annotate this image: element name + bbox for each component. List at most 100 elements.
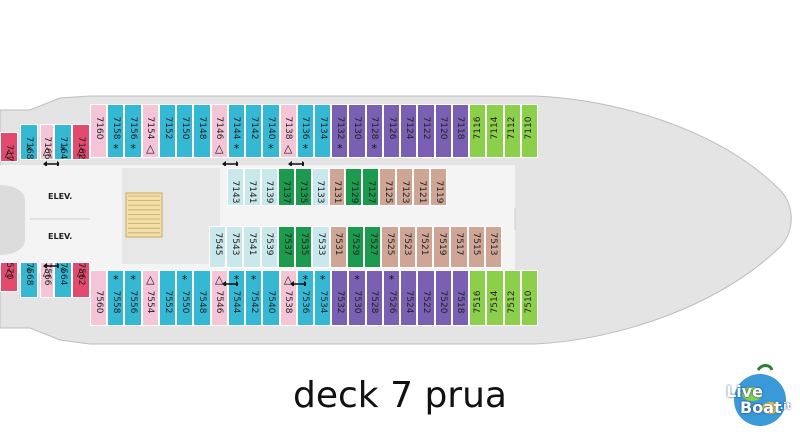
cabin-7139[interactable]: 7139 <box>260 168 278 206</box>
cabin-7554[interactable]: 7554△ <box>141 270 159 326</box>
cabin-7528[interactable]: 7528 <box>365 270 383 326</box>
cabin-7152[interactable]: 7152 <box>158 104 177 158</box>
cabin-7533[interactable]: 7533 <box>312 226 330 268</box>
cabin-7527[interactable]: 7527 <box>364 226 382 268</box>
cabin-7534[interactable]: 7534* <box>314 270 332 326</box>
cabin-7144[interactable]: 7144* <box>227 104 246 158</box>
cabin-7114[interactable]: 7114 <box>486 104 504 158</box>
cabin-7566[interactable]: 7566△ <box>40 262 54 298</box>
cabin-7517[interactable]: 7517 <box>450 226 468 268</box>
globe-icon <box>734 364 786 426</box>
cabin-7127[interactable]: 7127 <box>362 168 380 206</box>
cabin-7510[interactable]: 7510 <box>520 270 538 326</box>
cabin-number: 7114 <box>489 116 500 140</box>
cabin-7170[interactable]: 7170△ <box>0 132 18 162</box>
cabin-7556[interactable]: 7556* <box>124 270 142 326</box>
cabin-7137[interactable]: 7137 <box>277 168 295 206</box>
cabin-7162[interactable]: 7162△ <box>72 124 90 160</box>
cabin-7164[interactable]: 7164* <box>54 124 72 160</box>
cabin-7512[interactable]: 7512 <box>503 270 521 326</box>
cabin-7545[interactable]: 7545 <box>209 226 227 268</box>
cabin-7525[interactable]: 7525 <box>381 226 399 268</box>
cabin-7136[interactable]: 7136* <box>296 104 314 158</box>
cabin-7523[interactable]: 7523 <box>398 226 416 268</box>
cabin-7570[interactable]: 7570△ <box>0 262 18 292</box>
cabin-7116[interactable]: 7116 <box>469 104 487 158</box>
cabin-7154[interactable]: 7154△ <box>141 104 159 158</box>
cabin-7126[interactable]: 7126 <box>382 104 401 158</box>
cabin-7518[interactable]: 7518 <box>451 270 470 326</box>
cabin-number: 7521 <box>419 232 430 256</box>
cabin-7516[interactable]: 7516 <box>469 270 487 326</box>
cabin-7550[interactable]: 7550* <box>176 270 194 326</box>
cabin-7168[interactable]: 7168* <box>20 124 38 160</box>
cabin-7543[interactable]: 7543 <box>226 226 244 268</box>
cabin-7540[interactable]: 7540 <box>262 270 280 326</box>
cabin-7513[interactable]: 7513 <box>484 226 502 268</box>
cabin-7522[interactable]: 7522 <box>417 270 435 326</box>
cabin-7150[interactable]: 7150 <box>176 104 194 158</box>
cabin-7539[interactable]: 7539 <box>260 226 278 268</box>
cabin-7537[interactable]: 7537 <box>277 226 296 268</box>
cabin-7125[interactable]: 7125 <box>379 168 397 206</box>
cabin-7142[interactable]: 7142 <box>245 104 263 158</box>
cabin-7526[interactable]: 7526* <box>382 270 401 326</box>
cabin-7134[interactable]: 7134 <box>314 104 332 158</box>
cabin-7128[interactable]: 7128* <box>365 104 383 158</box>
cabin-7148[interactable]: 7148 <box>193 104 211 158</box>
cabin-7514[interactable]: 7514 <box>486 270 504 326</box>
cabin-7515[interactable]: 7515 <box>467 226 485 268</box>
cabin-7166[interactable]: 7166△ <box>40 124 54 160</box>
cabin-7120[interactable]: 7120 <box>434 104 452 158</box>
cabin-7135[interactable]: 7135 <box>294 168 312 206</box>
cabin-7123[interactable]: 7123 <box>396 168 414 206</box>
cabin-7532[interactable]: 7532 <box>331 270 349 326</box>
cabin-7122[interactable]: 7122 <box>417 104 435 158</box>
cabin-7524[interactable]: 7524 <box>400 270 418 326</box>
cabin-7146[interactable]: 7146△ <box>210 104 228 158</box>
cabin-7544[interactable]: 7544* <box>227 270 246 326</box>
cabin-number: 7535 <box>298 232 309 256</box>
cabin-7158[interactable]: 7158* <box>107 104 125 158</box>
cabin-7530[interactable]: 7530* <box>348 270 366 326</box>
cabin-7546[interactable]: 7546△ <box>210 270 228 326</box>
cabin-7130[interactable]: 7130 <box>348 104 366 158</box>
cabin-7133[interactable]: 7133 <box>311 168 329 206</box>
cabin-7558[interactable]: 7558* <box>107 270 125 326</box>
cabin-7542[interactable]: 7542* <box>245 270 263 326</box>
cabin-7548[interactable]: 7548 <box>193 270 211 326</box>
cabin-7541[interactable]: 7541 <box>243 226 261 268</box>
cabin-7131[interactable]: 7131 <box>328 168 346 206</box>
cabin-7521[interactable]: 7521 <box>415 226 434 268</box>
cabin-7156[interactable]: 7156* <box>124 104 142 158</box>
cabin-7110[interactable]: 7110 <box>520 104 538 158</box>
cabin-7535[interactable]: 7535 <box>295 226 313 268</box>
cabin-7132[interactable]: 7132* <box>331 104 349 158</box>
cabin-7562[interactable]: 7562△ <box>72 262 90 298</box>
cabin-7160[interactable]: 7160 <box>90 104 108 158</box>
cabin-7568[interactable]: 7568* <box>20 262 38 298</box>
cabin-7519[interactable]: 7519 <box>433 226 451 268</box>
cabin-7129[interactable]: 7129 <box>345 168 363 206</box>
cabin-7520[interactable]: 7520 <box>434 270 452 326</box>
cabin-7529[interactable]: 7529 <box>346 226 365 268</box>
cabin-7140[interactable]: 7140* <box>262 104 280 158</box>
cabin-7564[interactable]: 7564* <box>54 262 72 298</box>
cabin-7119[interactable]: 7119 <box>430 168 447 206</box>
accessible-star-icon: * <box>250 273 257 286</box>
cabin-7538[interactable]: 7538△ <box>279 270 297 326</box>
cabin-7112[interactable]: 7112 <box>503 104 521 158</box>
cabin-7552[interactable]: 7552 <box>158 270 177 326</box>
cabin-7143[interactable]: 7143 <box>227 168 244 206</box>
cabin-7141[interactable]: 7141 <box>243 168 261 206</box>
cabin-7118[interactable]: 7118 <box>451 104 470 158</box>
cabin-7138[interactable]: 7138△ <box>279 104 297 158</box>
cabin-7536[interactable]: 7536* <box>296 270 314 326</box>
aft-structure-top <box>0 185 25 255</box>
connecting-door-icon <box>222 281 238 286</box>
cabin-7124[interactable]: 7124 <box>400 104 418 158</box>
cabin-7560[interactable]: 7560 <box>90 270 108 326</box>
elevator-label-bottom: ELEV. <box>48 232 73 241</box>
cabin-7531[interactable]: 7531 <box>329 226 347 268</box>
cabin-7121[interactable]: 7121 <box>413 168 431 206</box>
